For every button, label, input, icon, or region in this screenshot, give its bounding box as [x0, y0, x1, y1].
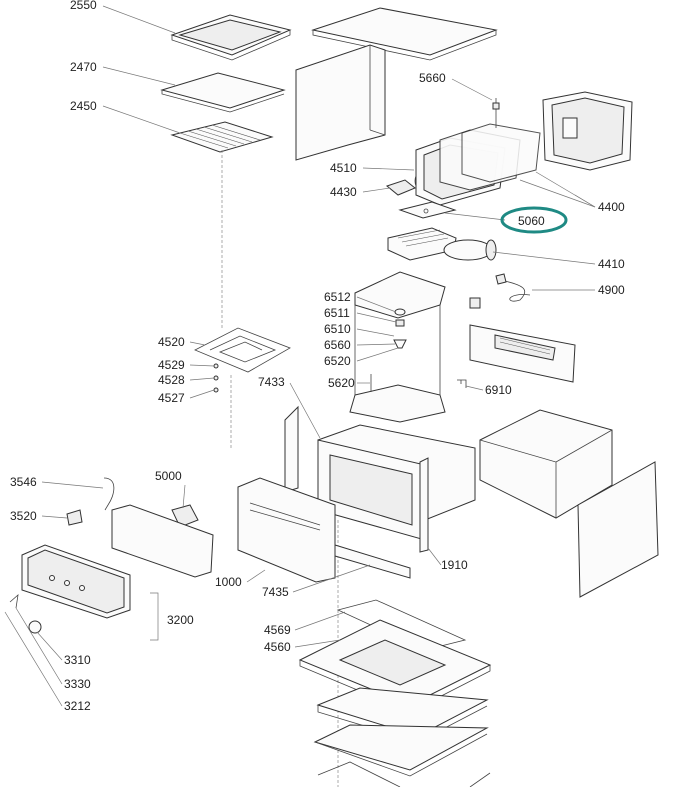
- part-5000-switch: [171, 504, 199, 528]
- part-1910-side-strip: [419, 457, 429, 553]
- top-cover-panel: [311, 7, 498, 61]
- part-2550-tray: [170, 14, 292, 61]
- label-5000: 5000: [155, 469, 182, 483]
- highlight-ellipse-5060: [500, 206, 568, 234]
- label-5660: 5660: [419, 71, 446, 85]
- label-4410: 4410: [598, 257, 625, 271]
- label-7433: 7433: [258, 375, 285, 389]
- label-4527: 4527: [158, 391, 185, 405]
- leader-lines: [4, 5, 596, 707]
- part-4400-door-glass-set: [415, 91, 633, 206]
- label-4529: 4529: [158, 358, 185, 372]
- label-6512: 6512: [324, 290, 351, 304]
- grill-screws: [213, 363, 219, 393]
- part-3212-spring: [9, 593, 19, 609]
- label-6520: 6520: [324, 354, 351, 368]
- label-4520: 4520: [158, 335, 185, 349]
- label-4569: 4569: [264, 623, 291, 637]
- label-2550: 2550: [70, 0, 97, 12]
- label-3330: 3330: [64, 677, 91, 691]
- side-panel-upper: [295, 44, 386, 161]
- label-6510: 6510: [324, 322, 351, 336]
- label-2450: 2450: [70, 99, 97, 113]
- label-6560: 6560: [324, 338, 351, 352]
- part-5660-screw: [492, 98, 500, 128]
- part-3310-knob: [28, 620, 42, 634]
- label-3200: 3200: [167, 613, 194, 627]
- label-5620: 5620: [328, 376, 355, 390]
- label-5060: 5060: [518, 214, 545, 228]
- bottom-shelf-4: [317, 761, 491, 788]
- part-3546-wire: [103, 477, 115, 511]
- part-2470-panel: [160, 72, 286, 113]
- part-6910-clip: [457, 379, 467, 388]
- label-1910: 1910: [441, 558, 468, 572]
- label-4528: 4528: [158, 373, 185, 387]
- part-1000-door: [237, 477, 336, 583]
- label-3212: 3212: [64, 699, 91, 713]
- label-6910: 6910: [485, 383, 512, 397]
- outer-side-panel: [577, 461, 659, 598]
- part-4520-grill-element: [194, 327, 291, 373]
- label-4430: 4430: [330, 185, 357, 199]
- label-4400: 4400: [598, 200, 625, 214]
- part-7433-door-frame-strip: [284, 405, 299, 493]
- label-4560: 4560: [264, 640, 291, 654]
- label-4900: 4900: [598, 283, 625, 297]
- label-3310: 3310: [64, 653, 91, 667]
- label-1000: 1000: [215, 575, 242, 589]
- oven-inner-housing: [349, 271, 446, 423]
- label-2470: 2470: [70, 60, 97, 74]
- thermostat-stack: [393, 308, 407, 349]
- part-labels: 2550 2470 2450 5660 4510 4430 4400 5060 …: [10, 0, 625, 713]
- label-6511: 6511: [324, 306, 350, 320]
- label-3546: 3546: [10, 475, 37, 489]
- part-3200-control-panel-front: [21, 544, 131, 619]
- oven-cavity: [317, 424, 476, 541]
- part-5060-plate: [398, 201, 457, 219]
- label-3520: 3520: [10, 509, 37, 523]
- label-7435: 7435: [262, 585, 289, 599]
- label-4510: 4510: [330, 161, 357, 175]
- part-2450-grid-rack: [170, 121, 274, 153]
- outer-cover-top: [479, 409, 613, 519]
- front-control-bracket: [111, 504, 214, 578]
- part-4410-fan-housing: [387, 227, 497, 261]
- bottom-shelf-3: [313, 724, 489, 777]
- part-4900-cable: [495, 273, 531, 302]
- rear-control-panel: [469, 297, 576, 383]
- part-4560-tray: [298, 619, 492, 713]
- part-3520-label: [66, 509, 83, 526]
- part-4430-bracket: [385, 179, 416, 196]
